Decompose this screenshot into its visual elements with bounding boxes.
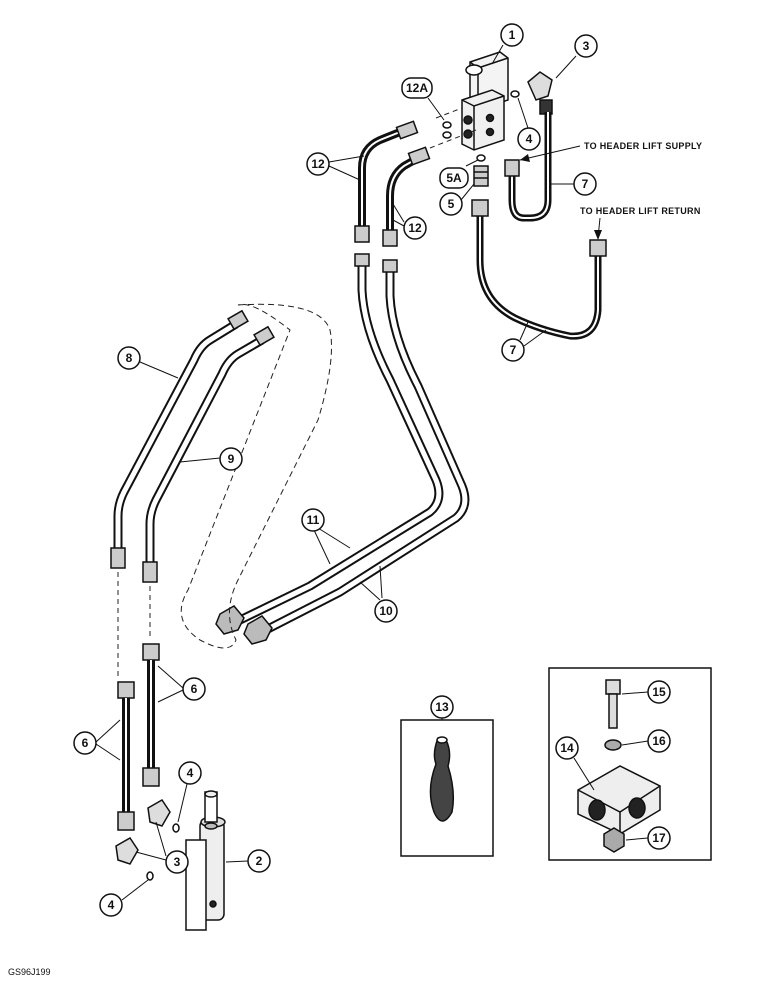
svg-text:10: 10 [379,604,393,618]
callout-4-top: 4 [517,97,541,151]
hoses-6 [117,643,160,831]
o-ring-4-top [510,90,520,98]
callout-15: 15 [621,680,671,704]
callout-3-top: 3 [555,34,598,79]
hose-12-pair [354,120,431,247]
hose-7-supply [504,112,552,222]
svg-text:12: 12 [311,157,325,171]
callout-4-bottom: 4 [99,879,149,917]
callout-2: 2 [225,849,271,873]
dashed-connectors [117,107,477,676]
svg-text:13: 13 [435,700,449,714]
svg-text:5: 5 [448,197,455,211]
svg-text:1: 1 [509,28,516,42]
solenoid-valve [461,51,509,151]
dashed-group-outline [180,303,332,649]
elbow-fittings-3-bottom [115,799,171,865]
callout-4-mid: 4 [177,761,202,823]
svg-text:6: 6 [191,682,198,696]
strap-13-panel [400,719,494,857]
callout-12-left: 12 [306,152,365,181]
callout-10: 10 [359,565,398,623]
svg-text:7: 7 [510,343,517,357]
svg-text:9: 9 [228,452,235,466]
label-header-lift-return: TO HEADER LIFT RETURN [580,206,701,240]
tubes-8-9 [110,309,275,583]
svg-text:2: 2 [256,854,263,868]
svg-text:TO HEADER LIFT RETURN: TO HEADER LIFT RETURN [580,206,701,216]
svg-text:TO HEADER LIFT SUPPLY: TO HEADER LIFT SUPPLY [584,141,702,151]
svg-text:4: 4 [108,898,115,912]
callout-1: 1 [491,23,524,65]
o-ring-4-mid [172,823,180,833]
hydraulic-cylinder [185,790,226,931]
svg-text:7: 7 [582,177,589,191]
svg-text:3: 3 [174,855,181,869]
figure-code: GS96J199 [8,967,51,977]
callout-11: 11 [301,508,351,565]
callout-5a: 5A [439,159,479,189]
callout-5: 5 [439,183,475,216]
callout-12a: 12A [401,77,445,121]
callout-13: 13 [430,695,454,720]
bolt-15 [605,679,621,729]
svg-text:6: 6 [82,736,89,750]
svg-text:3: 3 [583,39,590,53]
washer-16 [604,739,622,751]
svg-text:8: 8 [126,351,133,365]
o-ring-12a [442,121,452,139]
tubes-10-11 [215,253,470,645]
svg-text:5A: 5A [446,171,462,185]
adapter-fitting-5 [473,165,489,187]
callout-8: 8 [117,346,179,379]
callout-6-left: 6 [73,719,121,761]
svg-text:12A: 12A [406,81,428,95]
callout-9: 9 [179,447,243,471]
callout-17: 17 [625,826,671,850]
svg-text:16: 16 [652,734,666,748]
hose-7-return [471,199,607,340]
svg-text:4: 4 [526,132,533,146]
svg-text:14: 14 [560,741,574,755]
o-ring-4-low [146,871,154,881]
svg-text:15: 15 [652,685,666,699]
svg-text:4: 4 [187,766,194,780]
clamp-kit-panel [548,667,712,861]
callout-14: 14 [555,736,595,791]
label-header-lift-supply: TO HEADER LIFT SUPPLY [519,141,702,162]
callout-3-bottom: 3 [135,821,189,874]
elbow-fitting-3-top [527,71,553,115]
callout-7-bottom: 7 [501,321,547,362]
svg-text:11: 11 [307,513,320,527]
nut-17 [603,827,625,853]
svg-text:17: 17 [652,831,666,845]
callout-6-right: 6 [157,665,206,703]
callout-7-top: 7 [550,172,597,196]
o-ring-5a [476,154,486,162]
callout-16: 16 [621,729,671,753]
svg-text:12: 12 [408,221,422,235]
clamp-block-14 [577,765,661,835]
callout-12-right: 12 [392,203,427,240]
